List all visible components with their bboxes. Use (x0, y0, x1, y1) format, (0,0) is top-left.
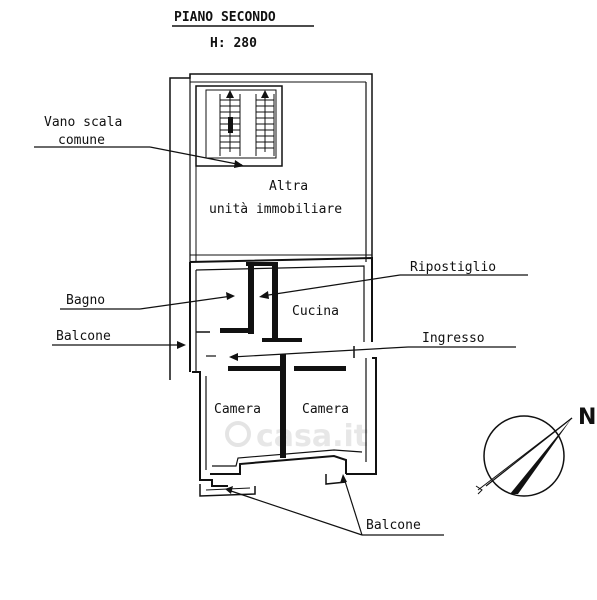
label-camera-left: Camera (214, 402, 261, 417)
label-ripostiglio: Ripostiglio (410, 260, 496, 275)
watermark: casa.it (225, 419, 368, 454)
label-bagno: Bagno (66, 293, 105, 308)
leader-bagno (60, 292, 235, 310)
watermark-logo-icon (225, 421, 251, 447)
label-altra-line1: Altra (269, 179, 308, 194)
compass: N (475, 405, 596, 497)
other-unit-outline (169, 73, 373, 380)
label-vano-scala-line2: comune (58, 133, 105, 148)
leader-ingresso (229, 346, 516, 361)
leader-balcone-bottom (225, 474, 444, 536)
label-vano-scala-line1: Vano scala (44, 115, 122, 130)
ceiling-height: H: 280 (210, 36, 257, 51)
label-altra-line2: unità immobiliare (209, 202, 342, 217)
apartment-walls (189, 256, 377, 497)
leader-ripostiglio (259, 274, 528, 299)
watermark-text: casa.it (256, 419, 368, 454)
interior-walls (196, 262, 355, 458)
label-cucina: Cucina (292, 304, 339, 319)
north-label: N (578, 405, 596, 430)
label-camera-right: Camera (302, 402, 349, 417)
compass-circle-icon (483, 415, 565, 497)
north-arrow-icon (510, 418, 572, 494)
label-balcone-bottom: Balcone (366, 518, 421, 533)
leader-balcone-left (52, 341, 186, 349)
label-ingresso: Ingresso (422, 331, 485, 346)
label-balcone-left: Balcone (56, 329, 111, 344)
leader-vano-scala (34, 146, 244, 168)
staircase (195, 85, 283, 167)
plan-title: PIANO SECONDO (174, 10, 276, 25)
